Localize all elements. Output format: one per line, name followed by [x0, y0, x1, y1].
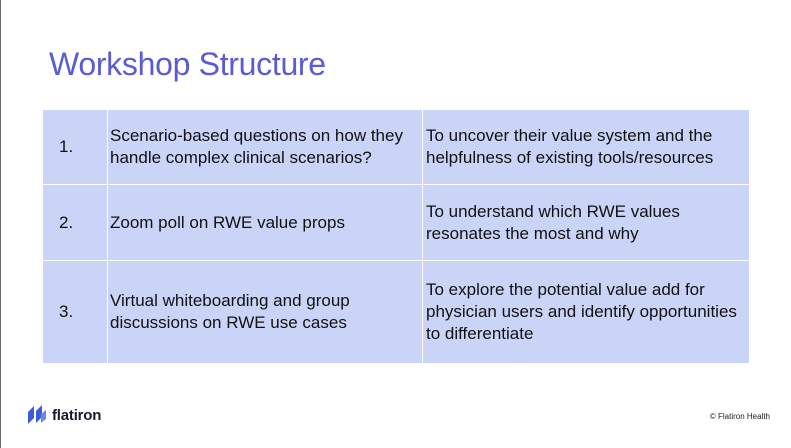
- workshop-table: 1. Scenario-based questions on how they …: [42, 109, 750, 364]
- row-goal: To uncover their value system and the he…: [422, 109, 750, 185]
- flatiron-logo: flatiron: [27, 405, 101, 425]
- table-row: 1. Scenario-based questions on how they …: [42, 109, 750, 185]
- row-activity: Scenario-based questions on how they han…: [107, 109, 423, 185]
- flatiron-logo-icon: [28, 405, 46, 424]
- row-number: 2.: [42, 184, 108, 261]
- row-number: 1.: [42, 109, 108, 185]
- logo-text: flatiron: [52, 406, 102, 424]
- row-activity: Virtual whiteboarding and group discussi…: [107, 260, 423, 364]
- row-number: 3.: [42, 260, 108, 364]
- row-goal: To understand which RWE values resonates…: [422, 184, 750, 261]
- copyright-text: © Flatiron Health: [709, 412, 770, 421]
- slide-title: Workshop Structure: [49, 46, 326, 82]
- row-goal: To explore the potential value add for p…: [422, 260, 750, 364]
- table-row: 2. Zoom poll on RWE value props To under…: [42, 184, 750, 261]
- table-row: 3. Virtual whiteboarding and group discu…: [42, 260, 750, 364]
- row-activity: Zoom poll on RWE value props: [107, 184, 423, 261]
